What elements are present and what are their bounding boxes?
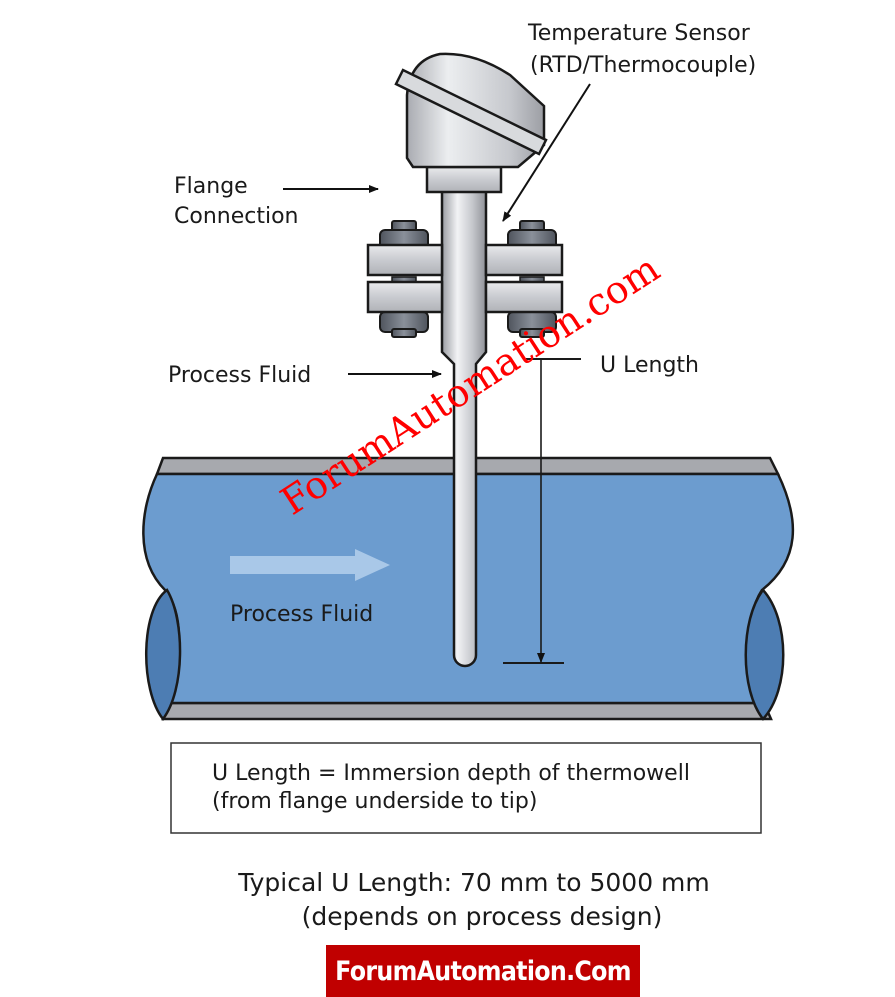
lower-flange-left (366, 280, 444, 314)
pipe-fluid-label: Process Fluid (230, 602, 373, 627)
sensor-label-line2: (RTD/Thermocouple) (530, 53, 756, 78)
lower-flange-right (484, 280, 564, 314)
sensor-label-line1: Temperature Sensor (527, 21, 751, 46)
typical-range-line1: Typical U Length: 70 mm to 5000 mm (237, 868, 710, 897)
brand-banner-text: ForumAutomation.Com (335, 955, 631, 987)
definition-box: U Length = Immersion depth of thermowell… (170, 742, 762, 834)
thermowell-upper-stem (440, 188, 488, 668)
pipe-left-end (144, 588, 182, 722)
u-length-label: U Length (600, 353, 699, 378)
process-fluid-label: Process Fluid (168, 363, 311, 388)
flow-arrow-icon (230, 549, 390, 581)
sensor-neck (425, 165, 503, 194)
definition-line1: U Length = Immersion depth of thermowell (212, 761, 690, 786)
sensor-pointer-arrow (502, 83, 591, 222)
typical-range-line2: (depends on process design) (302, 902, 663, 931)
flange-label-line2: Connection (174, 204, 298, 229)
callouts: Temperature Sensor (RTD/Thermocouple) Fl… (168, 21, 756, 664)
thermowell (440, 188, 488, 668)
flange-connection (366, 220, 564, 338)
pipe-bottom-wall (161, 701, 773, 721)
sensor-cover-band (394, 68, 548, 156)
pipe-right-end (744, 588, 785, 721)
upper-flange-right (484, 243, 564, 277)
sensor-head (394, 52, 548, 194)
left-bolt (379, 220, 429, 338)
definition-line2: (from flange underside to tip) (212, 789, 537, 814)
upper-flange-left (366, 243, 444, 277)
flange-label-line1: Flange (174, 174, 248, 199)
brand-banner[interactable]: ForumAutomation.Com (326, 945, 640, 997)
